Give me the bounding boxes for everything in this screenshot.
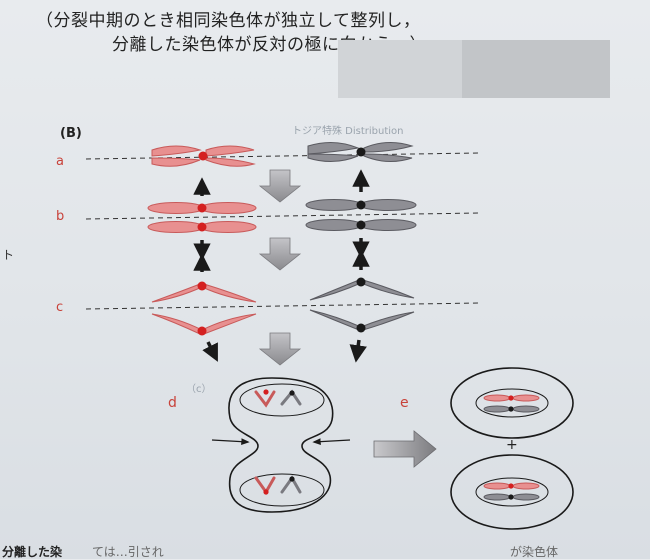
row-b-paternal <box>305 199 417 231</box>
plate-line-c <box>85 302 481 310</box>
upper-nucleus-chromosomes <box>254 389 302 408</box>
row-b-maternal <box>147 202 257 233</box>
gray-down-arrows <box>258 169 302 366</box>
black-arrows <box>193 169 370 363</box>
footer-fragments: 分離した染 ては…引され が染色体 <box>0 540 650 559</box>
caption-line-1: （分裂中期のとき相同染色体が独立して整列し， <box>36 11 421 31</box>
stage-label-e: e <box>400 395 409 411</box>
row-label-c: c <box>56 300 64 315</box>
plate-line-b <box>85 212 481 220</box>
lower-nucleus-chromosomes <box>254 475 302 495</box>
row-a-paternal-pair <box>307 142 414 162</box>
dividing-cell-outline <box>228 377 334 513</box>
footer-right: が染色体 <box>510 545 559 559</box>
redacted-area <box>338 40 610 98</box>
daughter-cell-upper <box>450 367 574 439</box>
cleavage-arrows <box>211 438 351 445</box>
plate-line-a <box>85 152 479 160</box>
stage-label-d: d <box>168 395 177 411</box>
footer-mid: ては…引され <box>92 545 164 559</box>
panel-label: (B) <box>60 126 82 141</box>
gray-right-arrow <box>373 430 437 468</box>
daughter-nucleus-lower <box>475 477 549 507</box>
row-c-paternal <box>309 277 415 333</box>
daughter-nucleus-upper <box>475 388 549 418</box>
plus-sign: + <box>506 437 518 453</box>
row-label-a: a <box>56 154 64 169</box>
bleed-through-top: トジア特殊 Distribution <box>292 126 404 137</box>
lower-nucleus <box>239 473 325 507</box>
row-label-b: b <box>56 209 65 224</box>
daughter-upper-chromosomes <box>483 394 540 413</box>
left-edge-fragment: ト <box>2 248 15 262</box>
bleed-through-mid: （c） <box>186 384 212 395</box>
upper-nucleus <box>239 383 325 417</box>
row-a-maternal-pair <box>151 145 256 167</box>
redacted-area-dark <box>462 40 610 98</box>
daughter-cell-lower <box>450 454 574 530</box>
footer-left: 分離した染 <box>2 545 63 559</box>
row-c-maternal <box>151 281 257 336</box>
daughter-lower-chromosomes <box>483 482 540 501</box>
